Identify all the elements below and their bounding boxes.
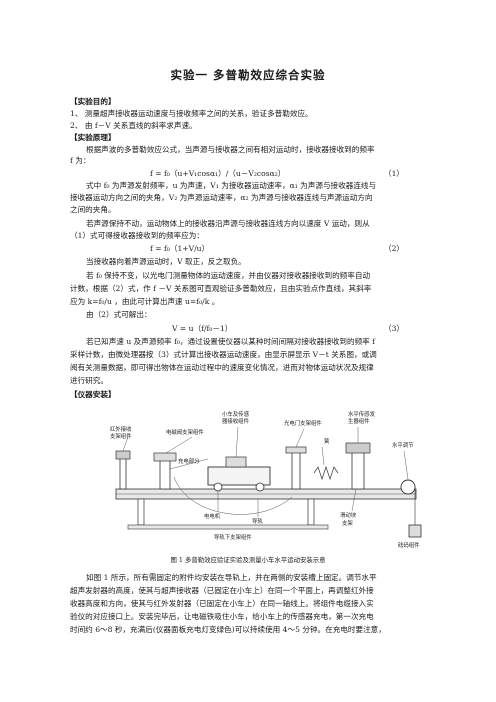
label-support: 支架 xyxy=(342,519,353,527)
principle-line: 若声源保持不动，运动物体上的接收器沿声源与接收器连线方向以速度 V 运动，则从 xyxy=(86,219,370,228)
equipment-line: 如图 1 所示，所有需固定的附件均安装在导轨上，并在两侧的安装槽上固定。调节水平 xyxy=(86,573,377,582)
equipment-line: 验仪的对应接口上。安装完毕后，让电磁铁吸住小车，给小车上的传感器充电，第一次充电 xyxy=(70,612,374,621)
principle-line: 当接收器向着声源运动时，V 取正，反之取负。 xyxy=(86,257,246,266)
equation-2: f = f₀（1+V/u） xyxy=(150,244,210,253)
principle-line: 计数，根据（2）式，作 f －V 关系图可直观验证多普勒效应，且由实验点作直线，… xyxy=(70,284,372,293)
principle-line: 应为 k=f₀/u ，由此可计算出声速 u=f₀/k 。 xyxy=(70,297,220,306)
figure-part xyxy=(351,488,357,512)
figure-part xyxy=(115,450,131,460)
label-level: 水平调节 xyxy=(392,441,414,449)
principle-line: 接收器运动方向之间的夹角，V₂ 为声源运动速率，α₂ 为声源与接收器连线与声源运… xyxy=(70,193,373,202)
purpose-item-2: 2、 由 f－V 关系直线的斜率求声速。 xyxy=(70,121,197,130)
ir-receiver-stand xyxy=(119,454,127,490)
figure-part xyxy=(295,428,305,448)
principle-line: 由（2）式可解出： xyxy=(86,310,152,319)
figure-part xyxy=(285,446,307,454)
figure-part xyxy=(235,426,239,458)
label-charge: 充电部分 xyxy=(178,457,200,465)
figure-part xyxy=(307,498,315,526)
label-ir-receiver: 支架组件 xyxy=(110,432,132,440)
figure-part xyxy=(165,436,193,454)
principle-line: 阅有关测量数据，即可得出物体在运动过程中的速度变化情况，进而对物体运动状况及规律 xyxy=(70,363,374,372)
figure-part xyxy=(213,482,223,492)
figure-part xyxy=(255,482,265,492)
figure-part xyxy=(345,442,371,454)
label-motor: 电电机 xyxy=(204,512,221,520)
figure-part xyxy=(321,446,325,466)
principle-line: 若已知声速 u 及声源频率 f₀，通过设置使仪器以某种时间间隔对接收器接收到的频… xyxy=(86,337,375,346)
principle-line: （1）式可得接收器接收到的频率应为： xyxy=(70,231,204,240)
equipment-line: 时间约 6～8 秒，充满后(仪器面板充电灯变绿色)可以持续使用 4～5 分钟。在… xyxy=(70,625,386,634)
equation-1: f = f₀（u+V₁cosα₁）/（u－V₂cosα₂） xyxy=(150,169,286,178)
label-bottom-support: 导轨下支架组件 xyxy=(214,533,252,541)
electromagnet-stand xyxy=(159,458,171,490)
apparatus-figure: 红外接收 支架组件 电磁阀支架组件 充电部分 小车及传感 器接收组件 光电门支架… xyxy=(110,410,422,549)
figure-part xyxy=(225,456,247,468)
label-spring: 簧 xyxy=(324,437,330,445)
figure-caption: 图 1 多普勒效应验证实验及测量小车水平运动安装示意 xyxy=(170,556,326,564)
page-title: 实验一 多普勒效应综合实验 xyxy=(170,68,326,82)
section-heading-principle: 【实验原理】 xyxy=(70,133,116,142)
figure-part xyxy=(403,450,409,480)
principle-line: f 为： xyxy=(70,156,91,165)
principle-line: 采样计数，由微处理器按（3）式计算出接收器运动速度，由显示屏显示 V－t 关系图… xyxy=(70,350,377,359)
photogate-stand xyxy=(291,450,301,490)
label-magnet: 电磁阀支架组件 xyxy=(166,428,204,436)
purpose-item-1: 1、 测量超声接收器运动速度与接收频率之间的关系，验证多普勒效应。 xyxy=(70,109,313,118)
principle-line: 式中 f₀ 为声源发射频率，u 为声速，V₁ 为接收器运动速率，α₁ 为声源与接… xyxy=(86,181,377,190)
equipment-line: 超声发射器的高度，使其与超声接收器（已固定在小车上）在同一个平面上，再调整红外接 xyxy=(70,586,374,595)
figure-part xyxy=(153,452,177,462)
transmitter-stand xyxy=(351,450,365,490)
label-photogate: 光电门支架组件 xyxy=(284,419,322,427)
weight-shape xyxy=(408,524,422,538)
equipment-line: 收器高度和方向，使其与红外发射器（已固定在小车上）在同一轴线上。将组件电缆接入实 xyxy=(70,599,374,608)
label-roller: 滑动块 xyxy=(340,511,357,519)
label-transmitter: 水平传感发 xyxy=(348,410,376,418)
principle-line: 之间的夹角。 xyxy=(70,205,116,214)
pulley-shape xyxy=(400,479,416,495)
label-ir-receiver: 红外接收 xyxy=(110,425,132,433)
figure-part xyxy=(137,498,145,526)
equation-3: V = u（f/f₀－1） xyxy=(172,324,233,333)
equation-1-number: （1） xyxy=(384,169,405,178)
figure-part xyxy=(127,524,329,530)
principle-line: 若 f₀ 保持不变，以光电门测量物体的运动速度，并由仪器对接收器接收到的频率自动 xyxy=(86,271,371,280)
label-car: 小车及传感 xyxy=(222,410,250,418)
label-car: 器接收组件 xyxy=(222,417,250,425)
equation-3-number: （3） xyxy=(384,324,405,333)
figure-part xyxy=(169,458,209,470)
principle-line: 根据声波的多普勒效应公式，当声源与接收器之间有相对运动时，接收器接收到的频率 xyxy=(86,145,375,154)
car-shape xyxy=(207,466,271,486)
figure-part xyxy=(122,436,129,452)
spring-shape xyxy=(313,465,339,481)
section-heading-equipment: 【仪器安装】 xyxy=(70,390,116,399)
label-transmitter: 生器组件 xyxy=(348,417,370,425)
equation-2-number: （2） xyxy=(384,244,405,253)
label-weight: 砝码组件 xyxy=(398,541,420,549)
section-heading-purpose: 【实验目的】 xyxy=(70,97,116,106)
label-rail: 导轨 xyxy=(252,517,263,525)
principle-line: 进行研究。 xyxy=(70,376,108,385)
